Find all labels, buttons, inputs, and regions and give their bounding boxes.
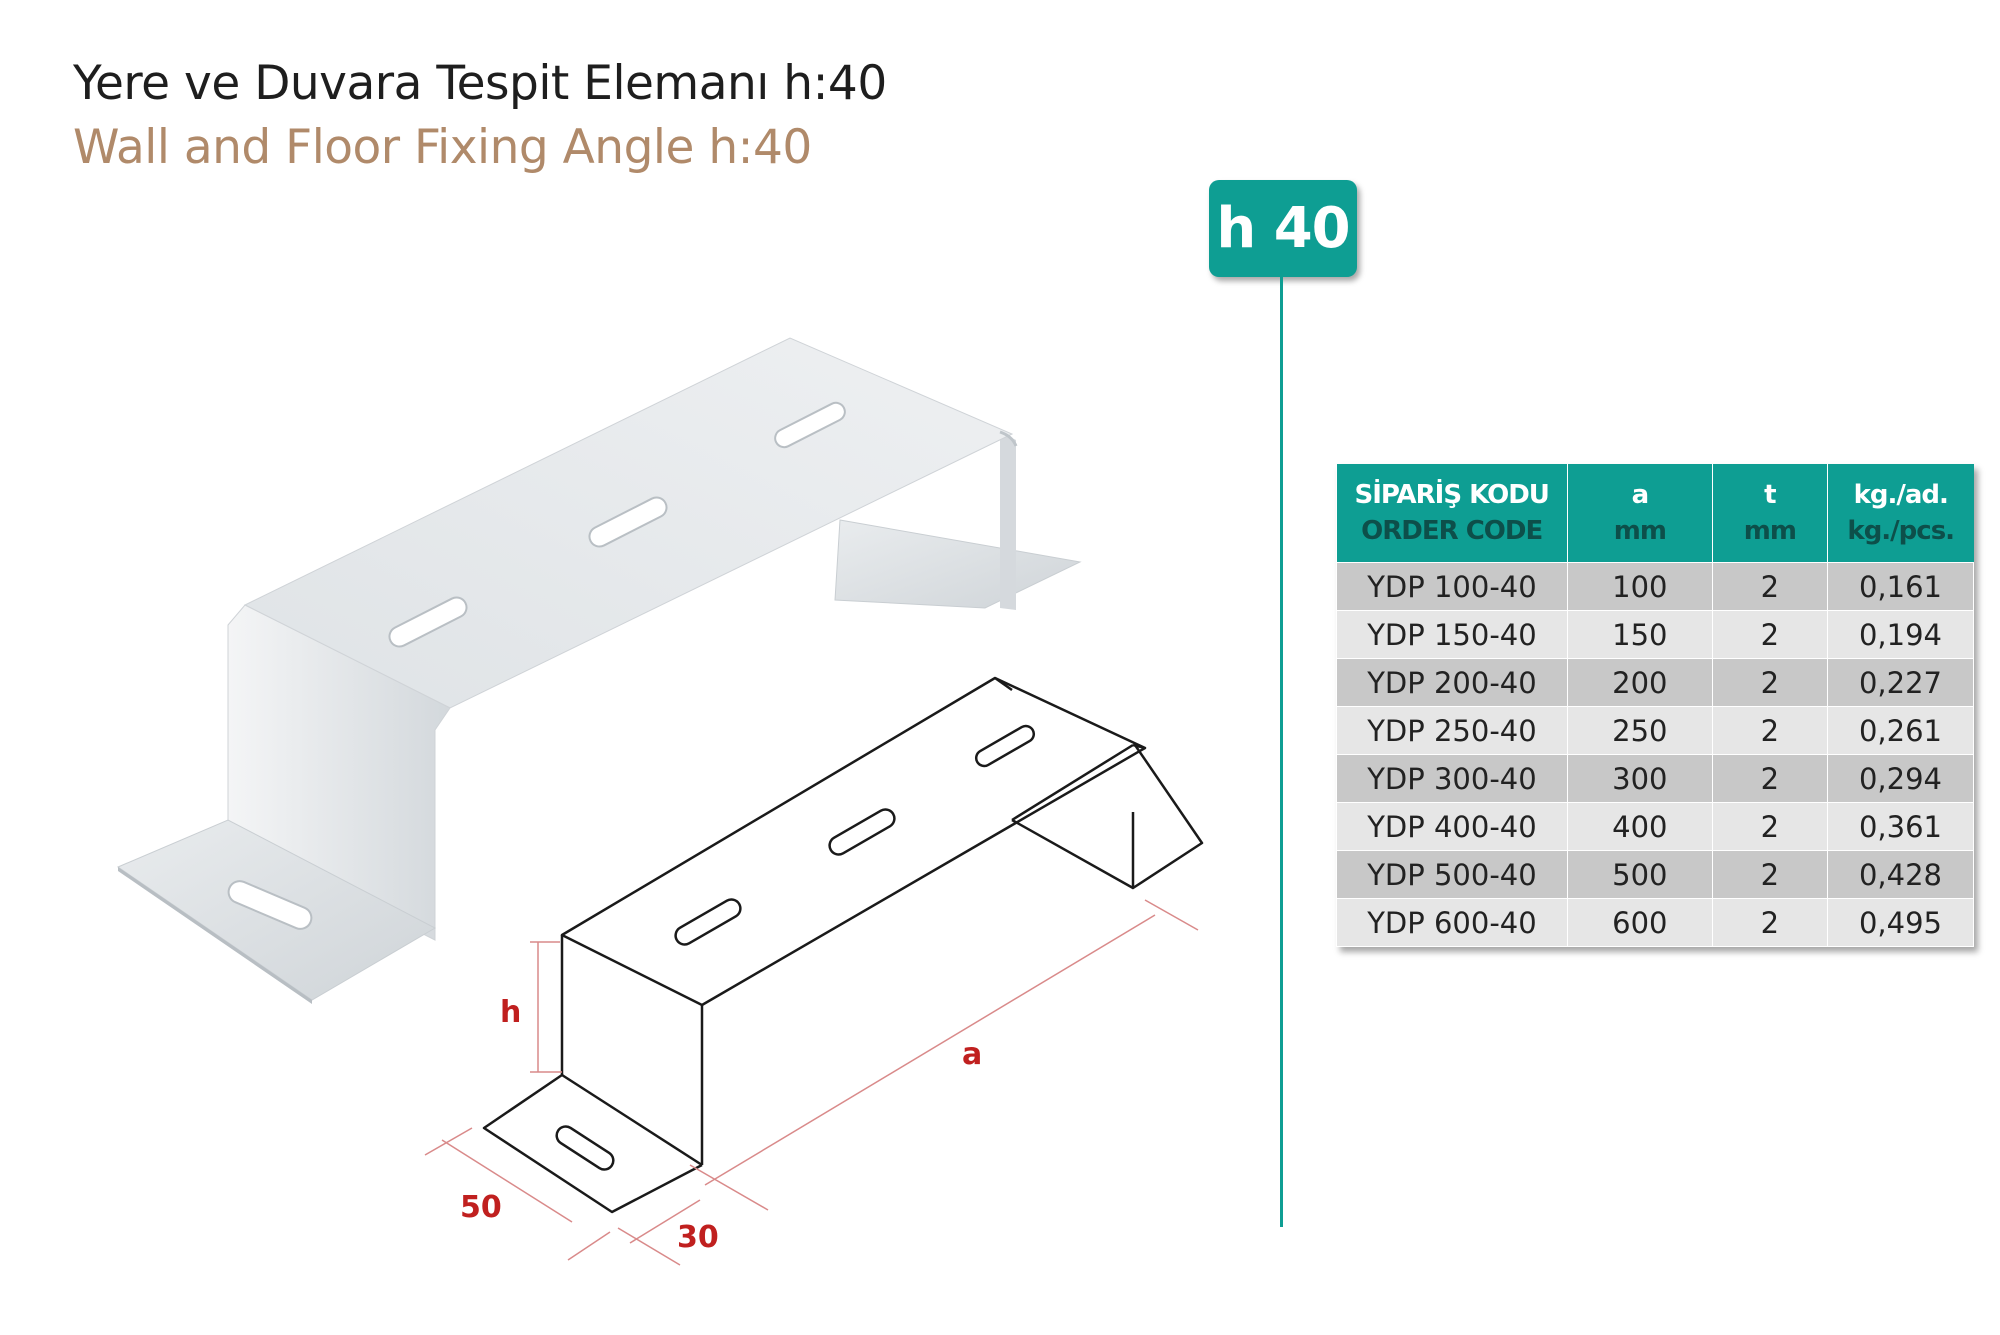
dimension-h-label: h [500, 995, 521, 1030]
cell-order-code: YDP 100-40 [1336, 562, 1568, 611]
table-row: YDP 400-40 400 2 0,361 [1336, 802, 1975, 851]
cell-weight: 0,194 [1826, 610, 1975, 659]
bracket-right-wall [1000, 432, 1016, 610]
bracket-3d-render [116, 337, 1082, 1004]
cell-a: 200 [1566, 658, 1713, 707]
slot-hole [588, 496, 668, 548]
bracket-slots [227, 401, 846, 930]
cell-order-code: YDP 250-40 [1336, 706, 1568, 755]
dimension-a-label: a [962, 1037, 982, 1072]
table-row: YDP 200-40 200 2 0,227 [1336, 658, 1975, 707]
slot-hole [774, 401, 846, 449]
dimension-lines [424, 899, 1199, 1266]
bracket-left-foot-edge [118, 867, 312, 1004]
cell-t: 2 [1711, 850, 1828, 899]
page-title-english: Wall and Floor Fixing Angle h:40 [73, 120, 812, 175]
cell-a: 500 [1566, 850, 1713, 899]
cell-weight: 0,261 [1826, 706, 1975, 755]
header-weight: kg./ad. kg./pcs. [1827, 464, 1974, 563]
table-header-row: SİPARİŞ KODU ORDER CODE a mm t mm kg./ad… [1336, 464, 1974, 563]
cell-t: 2 [1711, 802, 1828, 851]
bracket-right-foot [834, 519, 1082, 609]
cell-weight: 0,161 [1826, 562, 1975, 611]
table-row: YDP 250-40 250 2 0,261 [1336, 706, 1975, 755]
cell-t: 2 [1711, 562, 1828, 611]
cell-a: 250 [1566, 706, 1713, 755]
cell-weight: 0,361 [1826, 802, 1975, 851]
cell-t: 2 [1711, 754, 1828, 803]
bracket-right-bend [999, 430, 1018, 447]
slot-hole [227, 880, 313, 930]
header-t: t mm [1712, 464, 1828, 563]
table-row: YDP 100-40 100 2 0,161 [1336, 562, 1975, 611]
cell-order-code: YDP 500-40 [1336, 850, 1568, 899]
cell-a: 100 [1566, 562, 1713, 611]
table-row: YDP 150-40 150 2 0,194 [1336, 610, 1975, 659]
header-order-code: SİPARİŞ KODU ORDER CODE [1336, 464, 1568, 563]
table-row: YDP 300-40 300 2 0,294 [1336, 754, 1975, 803]
cell-t: 2 [1711, 610, 1828, 659]
table-row: YDP 600-40 600 2 0,495 [1336, 898, 1975, 947]
page-title-turkish: Yere ve Duvara Tespit Elemanı h:40 [73, 56, 887, 111]
drawing-slots [555, 724, 1036, 1171]
cell-order-code: YDP 150-40 [1336, 610, 1568, 659]
table-row: YDP 500-40 500 2 0,428 [1336, 850, 1975, 899]
cell-weight: 0,495 [1826, 898, 1975, 947]
h40-badge: h 40 [1209, 180, 1357, 277]
dimension-50-label: 50 [460, 1190, 502, 1225]
cell-order-code: YDP 400-40 [1336, 802, 1568, 851]
bracket-line-drawing [482, 676, 1204, 1214]
dimension-labels: h a 50 30 [460, 995, 982, 1255]
cell-a: 600 [1566, 898, 1713, 947]
cell-t: 2 [1711, 898, 1828, 947]
cell-order-code: YDP 200-40 [1336, 658, 1568, 707]
cell-t: 2 [1711, 658, 1828, 707]
cell-a: 300 [1566, 754, 1713, 803]
cell-t: 2 [1711, 706, 1828, 755]
dimension-30-label: 30 [677, 1220, 719, 1255]
cell-weight: 0,294 [1826, 754, 1975, 803]
cell-order-code: YDP 600-40 [1336, 898, 1568, 947]
slot-hole [388, 596, 468, 648]
cell-weight: 0,428 [1826, 850, 1975, 899]
cell-a: 400 [1566, 802, 1713, 851]
header-a: a mm [1567, 464, 1713, 563]
cell-weight: 0,227 [1826, 658, 1975, 707]
order-code-table: SİPARİŞ KODU ORDER CODE a mm t mm kg./ad… [1336, 464, 1975, 947]
cell-order-code: YDP 300-40 [1336, 754, 1568, 803]
cell-a: 150 [1566, 610, 1713, 659]
badge-connector-line [1280, 277, 1283, 1227]
